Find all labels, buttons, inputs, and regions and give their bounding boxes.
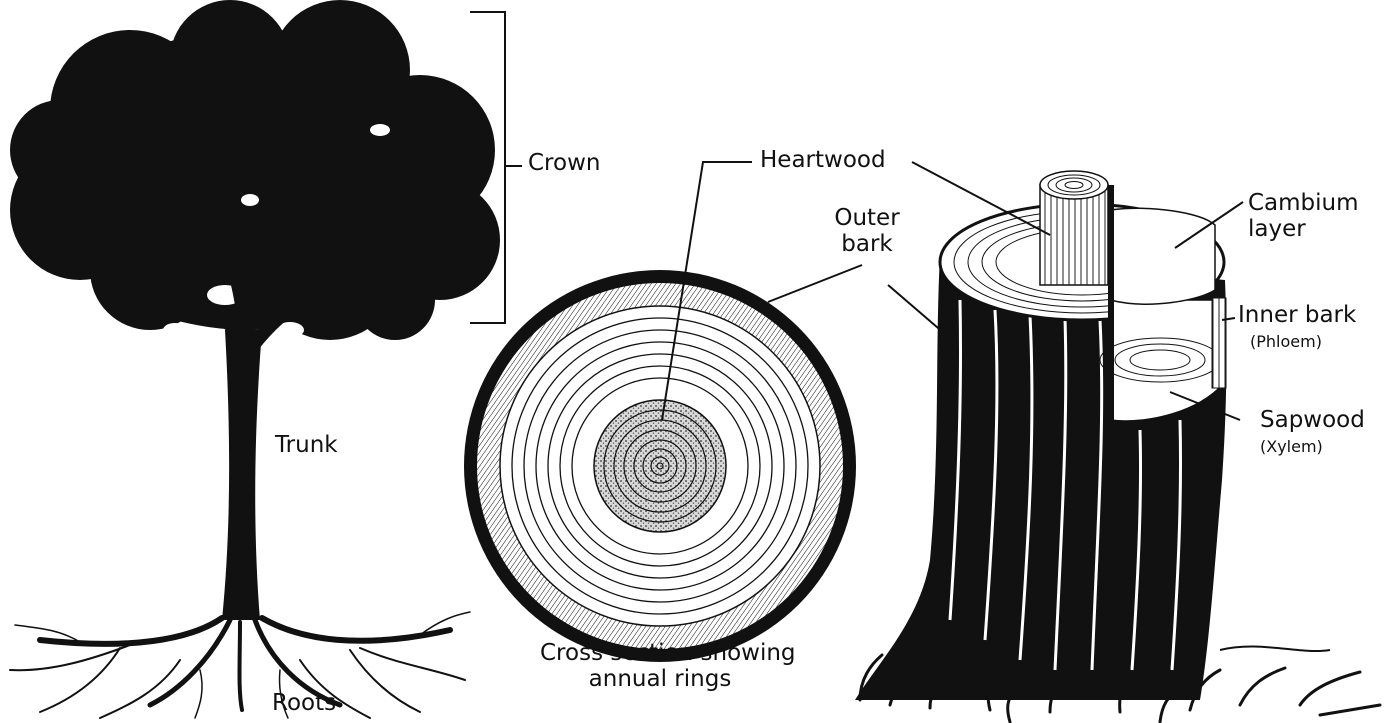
tree-roots [10,612,470,718]
label-outer-bark: Outer bark [832,205,902,258]
label-roots: Roots [272,690,336,716]
label-cambium-line2: layer [1248,216,1359,242]
label-crown: Crown [528,150,600,176]
label-phloem: (Phloem) [1250,333,1322,351]
tree-silhouette [10,0,500,620]
label-cambium-line1: Cambium [1248,190,1359,216]
label-sapwood: Sapwood [1260,407,1365,433]
label-cambium: Cambium layer [1248,190,1359,243]
outer-bark-leader [768,265,862,302]
label-cross-section: Cross section showing annual rings [540,640,780,693]
tree-trunk [222,330,262,620]
label-outer-bark-line2: bark [832,231,902,257]
label-outer-bark-line1: Outer [832,205,902,231]
label-cross-section-line2: annual rings [540,666,780,692]
label-inner-bark: Inner bark [1238,302,1356,328]
label-cross-section-line1: Cross section showing [540,640,780,666]
label-heartwood: Heartwood [760,147,886,173]
label-xylem: (Xylem) [1260,438,1323,456]
label-trunk: Trunk [275,432,338,458]
tree-crown [10,0,500,340]
cross-section [464,270,856,662]
